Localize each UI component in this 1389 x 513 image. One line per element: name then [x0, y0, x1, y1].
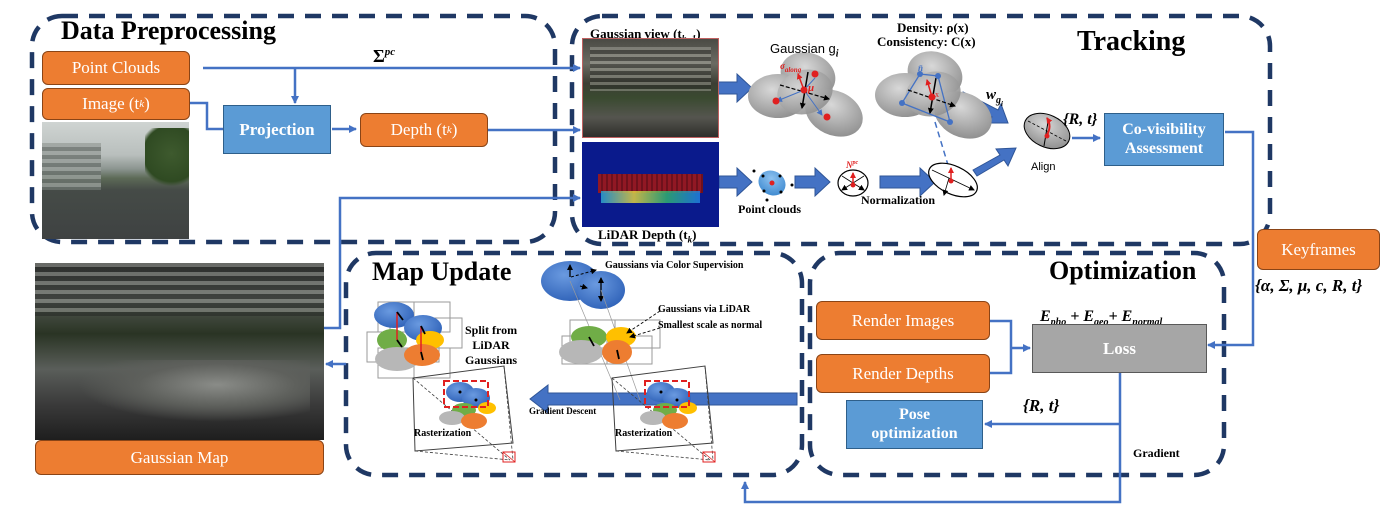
loss-term-geo: E [1083, 308, 1095, 325]
rasterization-left-label: Rasterization [414, 428, 472, 439]
tracking-border [569, 13, 1273, 247]
loss-term-pho: E [1040, 308, 1051, 325]
align-label: Align [1031, 161, 1056, 173]
image-close: ) [144, 94, 150, 113]
sigma-symbol: Σ [373, 46, 385, 66]
gradient-descent-label: Gradient Descent [529, 406, 597, 416]
sigma-sup: pc [384, 46, 396, 58]
loss-term-geo-sub: geo [1094, 317, 1109, 329]
connector-lines [190, 64, 1255, 504]
keyframes-box: Keyframes [1257, 229, 1380, 270]
align-glyph [1023, 112, 1071, 150]
w-gi-sub: g [996, 95, 1002, 106]
normalization-label: Normalization [861, 193, 935, 207]
rasterization-right-label: Rasterization [615, 428, 673, 439]
consistency-label: Consistency: C(x) [877, 34, 976, 49]
smallest-scale-label: Smallest scale as normal [658, 320, 763, 331]
section-title-data-preprocessing: Data Preprocessing [61, 16, 276, 45]
n-bar-label: n̄ [918, 63, 924, 73]
color-supervision-label: Gaussians via Color Supervision [605, 260, 744, 271]
depth-sub: k [446, 124, 452, 136]
via-lidar-label: Gaussians via LiDAR [658, 304, 751, 315]
lidar-depth-text: LiDAR Depth (t [598, 227, 688, 242]
split-from-line1: Split from [465, 323, 518, 337]
rasterization-frustum-left [412, 365, 516, 463]
gaussian-gi-label: Gaussian gi [770, 42, 839, 60]
section-title-optimization: Optimization [1049, 256, 1197, 285]
point-clouds-box: Point Clouds [42, 51, 190, 85]
optimization-border [807, 250, 1227, 478]
n-pc-symbol: N [846, 160, 853, 170]
sigma-along-sub: along [784, 65, 802, 74]
lidar-depth-close: ) [692, 227, 697, 242]
gradient-label: Gradient [1133, 446, 1180, 460]
density-consistency-diagram [875, 51, 992, 166]
tracking-rt-label: {R, t} [1063, 111, 1098, 128]
gaussian-gi-diagram [748, 52, 863, 137]
w-gi-label: wgi [986, 88, 1003, 108]
x-label: x [935, 90, 939, 99]
point-clouds-glyph [752, 169, 794, 202]
normalization-glyph [837, 162, 978, 198]
pose-optimization-box: Pose optimization [846, 400, 983, 449]
sigma-along-label: σalong [780, 62, 801, 74]
loss-term-normal: E [1121, 308, 1133, 325]
n-pc-label: Npc [846, 160, 858, 170]
density-label: Density: ρ(x) [897, 20, 969, 35]
street-scene-image [42, 122, 189, 239]
depth-close: ) [451, 120, 458, 139]
map-update-left-grid [366, 301, 463, 379]
gaussian-gi-text: Gaussian g [770, 41, 836, 56]
split-from-line2: LiDAR [472, 338, 510, 352]
mu-label: μ [808, 82, 815, 94]
point-clouds-label: Point clouds [738, 202, 802, 216]
depth-label: Depth (t [390, 120, 447, 139]
loss-term-pho-sub: pho [1050, 317, 1067, 329]
sigma-pc-label: Σpc [373, 46, 396, 66]
gaussian-view-text: Gaussian view (t [590, 26, 682, 41]
image-sub: k [139, 98, 145, 110]
gaussian-view-close: ) [696, 26, 701, 41]
covisibility-assessment-box: Co-visibility Assessment [1104, 113, 1224, 166]
gaussian-map-box: Gaussian Map [35, 440, 324, 475]
color-supervision-gaussians [541, 261, 641, 401]
lidar-depth-sub: k [687, 234, 693, 245]
section-title-map-update: Map Update [372, 257, 512, 286]
map-update-right-grid [559, 283, 661, 365]
gaussian-map-image [35, 263, 324, 440]
split-from-line3: Gaussians [465, 353, 518, 367]
sigma-along-symbol: σ [780, 61, 785, 71]
n-pc-sup: pc [852, 160, 859, 166]
w-gi-subsub: i [1001, 100, 1003, 108]
data-preprocessing-border [29, 13, 558, 245]
loss-term-normal-sub: normal [1132, 317, 1163, 329]
loss-box: Loss [1032, 324, 1207, 373]
image-label: Image (t [82, 94, 140, 113]
projection-box: Projection [223, 105, 331, 154]
lidar-depth-image [582, 142, 719, 227]
section-title-tracking: Tracking [1077, 26, 1186, 57]
gaussian-gi-sub: i [835, 48, 839, 60]
loss-formula-label: Epho + Egeo+ Enormal [1040, 308, 1163, 329]
gaussian-view-image [582, 38, 719, 138]
split-from-label: Split from LiDAR Gaussians [465, 323, 517, 368]
render-depths-box: Render Depths [816, 354, 990, 393]
lidar-depth-label: LiDAR Depth (tk) [598, 228, 696, 245]
optimization-rt-label: {R, t} [1023, 396, 1060, 415]
render-images-box: Render Images [816, 301, 990, 340]
keyframes-params-label: {α, Σ, μ, c, R, t} [1255, 276, 1363, 295]
rasterization-frustum-right [611, 365, 716, 463]
w-gi-symbol: w [986, 87, 997, 103]
